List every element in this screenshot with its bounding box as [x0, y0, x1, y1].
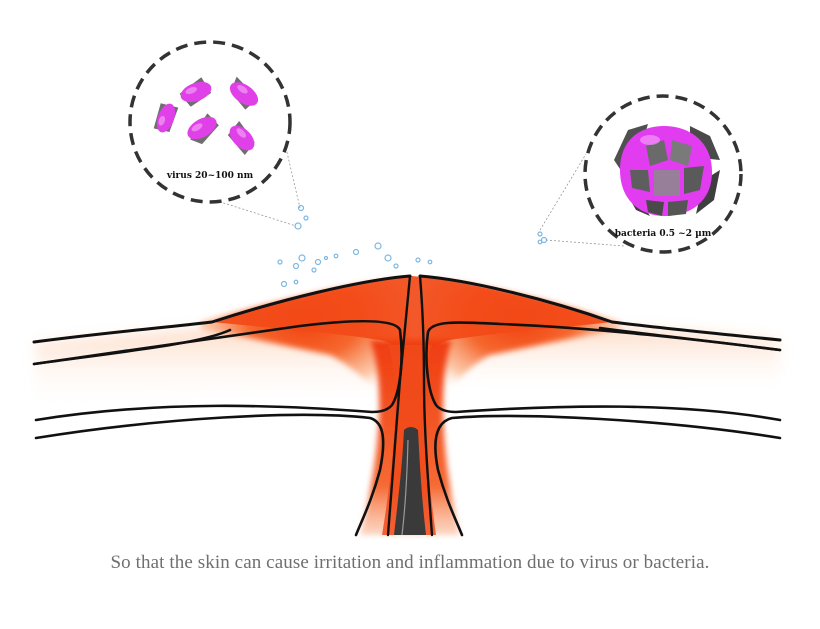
hair-shaft — [394, 427, 426, 536]
bacteria-size-label: bacteria 0.5 ~2 µm — [615, 229, 712, 239]
airborne-particles — [277, 204, 548, 288]
skin-layers — [36, 276, 780, 535]
caption: So that the skin can cause irritation an… — [110, 552, 710, 573]
virus-particles — [153, 76, 259, 155]
virus-size-label: virus 20~100 nm — [166, 171, 254, 181]
virus-callout: virus 20~100 nm — [128, 40, 301, 227]
bacteria-cell — [614, 124, 720, 216]
skin-pore-illustration: virus 20~100 nm bacteria 0.5 ~2 µm — [32, 40, 782, 537]
inflammation-core — [212, 276, 612, 380]
bacteria-callout: bacteria 0.5 ~2 µm — [539, 94, 743, 254]
skin-outlines — [32, 274, 782, 537]
